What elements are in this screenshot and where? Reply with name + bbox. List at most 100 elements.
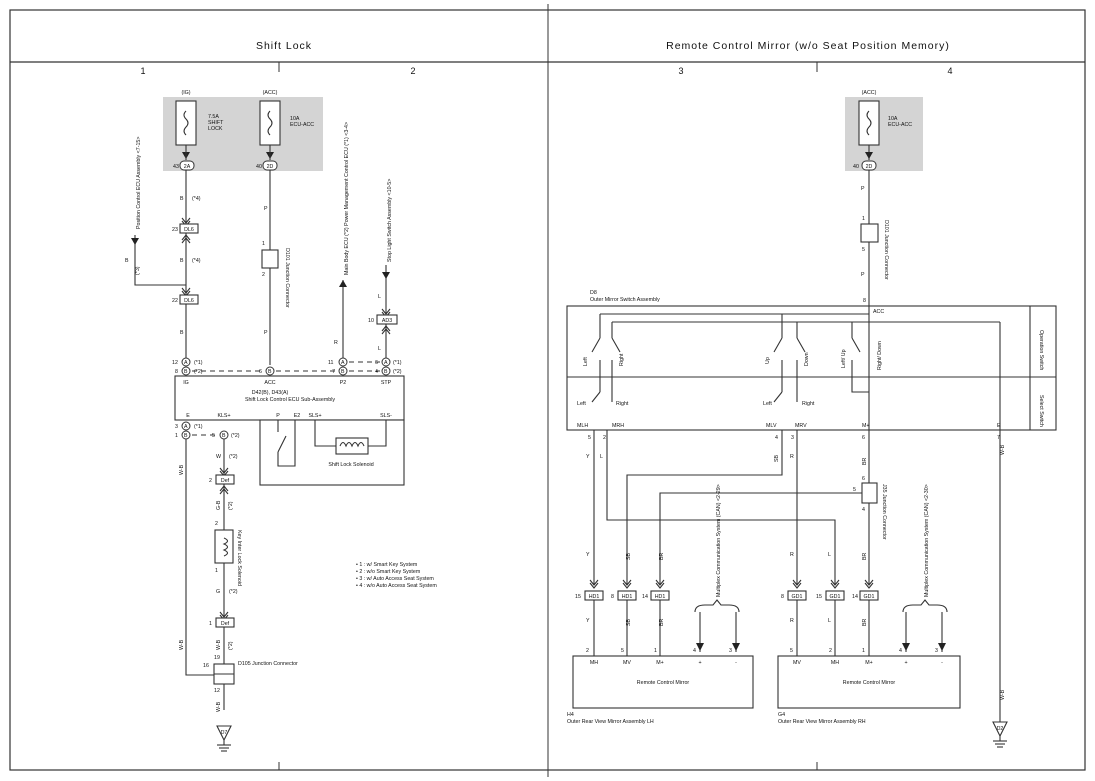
fuse-ecu-acc bbox=[259, 100, 281, 146]
pin-label: 2 bbox=[215, 521, 218, 527]
wire-color-label: BR bbox=[659, 618, 665, 626]
pin-label: 16 bbox=[203, 663, 209, 669]
svg-text:A: A bbox=[384, 360, 388, 366]
grid-label-1: 1 bbox=[140, 66, 145, 76]
junction-d101-left-label: D101 Junction Connector bbox=[284, 248, 290, 308]
wire-tag: (*1) bbox=[194, 360, 203, 366]
fuse-shift-lock-amp: 7.5A bbox=[208, 114, 219, 120]
arrow-up-icon bbox=[339, 280, 347, 287]
pin-label: 15 bbox=[575, 594, 581, 600]
wire-color-label: R bbox=[790, 618, 794, 624]
connector-def-top bbox=[215, 474, 235, 485]
term-m-plus: M+ bbox=[862, 423, 870, 429]
pin-label: 4 bbox=[862, 507, 865, 513]
connector-2a-label: 2A bbox=[184, 164, 191, 170]
wire-tag: (*4) bbox=[192, 196, 201, 202]
wire-tag: (*2) bbox=[231, 433, 240, 439]
pin-label: 2 bbox=[829, 648, 832, 654]
junction-d101-right bbox=[860, 223, 879, 243]
wire-color-label: G bbox=[216, 589, 220, 595]
connector-dl6-bottom bbox=[179, 294, 199, 305]
ground-arrow-icon bbox=[992, 721, 1008, 738]
wire-color-label: L bbox=[828, 552, 831, 558]
coil-icon bbox=[339, 441, 365, 448]
wire-color-label: W bbox=[216, 454, 221, 460]
term-mrv: MRV bbox=[795, 423, 807, 429]
pin-label: 1 bbox=[654, 648, 657, 654]
wire-color-label: R bbox=[790, 454, 794, 460]
coil-icon bbox=[222, 537, 229, 557]
key-interlock-label: Key Inter Lock Solenoid bbox=[236, 530, 242, 586]
pin-label: 14 bbox=[852, 594, 858, 600]
wire-color-label: B bbox=[180, 258, 184, 264]
pin-label: 8 bbox=[863, 298, 866, 304]
connector-def-label: Def bbox=[221, 478, 230, 484]
select-left-label: Left bbox=[577, 401, 586, 407]
pin-label: 1 bbox=[215, 568, 218, 574]
wire-color-label: B bbox=[180, 330, 184, 336]
pin-label: 23 bbox=[172, 227, 178, 233]
ecu-name: Shift Lock Control ECU Sub-Assembly bbox=[245, 397, 335, 403]
pin-label: 12 bbox=[172, 360, 178, 366]
pin-label: 3 bbox=[935, 648, 938, 654]
fuse-shift-lock-name1: SHIFT bbox=[208, 120, 224, 126]
switch-left-up-label: Left/ Up bbox=[841, 349, 847, 368]
connector-arrow-icon bbox=[219, 485, 229, 495]
wire-tag: (*2) bbox=[194, 369, 203, 375]
connector-hd1-label: HD1 bbox=[622, 594, 633, 600]
fuse-symbol-icon bbox=[183, 110, 189, 136]
wire-color-label: G-B bbox=[216, 500, 222, 510]
connector-def-bottom bbox=[215, 617, 235, 628]
fuse-ecu-acc-name: ECU-ACC bbox=[290, 122, 314, 128]
wire-color-label: L bbox=[600, 454, 603, 460]
connector-ad3 bbox=[376, 314, 398, 325]
switch-up-label: Up bbox=[765, 357, 771, 364]
svg-text:A: A bbox=[341, 360, 345, 366]
ext-position-ecu: Position Control ECU Assembly <7-15> bbox=[136, 137, 142, 229]
connector-2a bbox=[179, 160, 195, 171]
fuse-ecu-acc2 bbox=[858, 100, 880, 146]
pin-label: 2 bbox=[209, 478, 212, 484]
pin-label: 1 bbox=[175, 433, 178, 439]
pin-label: 10 bbox=[368, 318, 374, 324]
wire-color-label: P bbox=[264, 206, 268, 212]
select-switch-label: Select Switch bbox=[1038, 395, 1044, 427]
select-left-label: Left bbox=[763, 401, 772, 407]
svg-text:B: B bbox=[384, 369, 388, 375]
junction-d101-left bbox=[261, 249, 279, 269]
wire-color-label: BR bbox=[862, 457, 868, 465]
connector-2d-label: 2D bbox=[267, 164, 274, 170]
wire-tag: (*4) bbox=[192, 258, 201, 264]
note-4: • 4 : w/o Auto Access Seat System bbox=[356, 583, 437, 589]
wire-color-label: W-B bbox=[216, 639, 222, 650]
junction-d105-label: D105 Junction Connector bbox=[238, 661, 298, 667]
pin-label: 4 bbox=[375, 369, 378, 375]
pin-label: 3 bbox=[729, 648, 732, 654]
ecu-pin-kls: KLS+ bbox=[217, 413, 230, 419]
pin-label: 11 bbox=[328, 360, 334, 366]
mirror-rh-desc: Outer Rear View Mirror Assembly RH bbox=[778, 719, 866, 725]
pin-label: 4 bbox=[693, 648, 696, 654]
ecu-pin-acc: ACC bbox=[264, 380, 275, 386]
pin-label: 8 bbox=[611, 594, 614, 600]
svg-text:B: B bbox=[268, 369, 272, 375]
connector-gd1-label: GD1 bbox=[830, 594, 841, 600]
mirror-rh-ref: G4 bbox=[778, 712, 785, 718]
fuse-ecu-acc-amp: 10A bbox=[290, 116, 300, 122]
fuse-ecu-acc2-amp: 10A bbox=[888, 116, 898, 122]
pin-label: 1 bbox=[862, 648, 865, 654]
junction-d101-right-label: D101 Junction Connector bbox=[883, 220, 889, 280]
svg-text:A: A bbox=[184, 360, 188, 366]
acc-label: ACC bbox=[873, 309, 884, 315]
wire-color-label: B bbox=[125, 258, 129, 264]
mirror-lh-desc: Outer Rear View Mirror Assembly LH bbox=[567, 719, 654, 725]
shift-lock-ecu bbox=[174, 375, 405, 421]
connector-dl6-top bbox=[179, 223, 199, 234]
wire-color-label: BR bbox=[862, 552, 868, 560]
ecu-pin-ig: IG bbox=[183, 380, 189, 386]
wire-tag: (*2) bbox=[393, 369, 402, 375]
arrow-down-icon bbox=[732, 643, 740, 651]
term-mrh: MRH bbox=[612, 423, 624, 429]
ground-d2-label: D2 bbox=[997, 726, 1004, 732]
wire-tag: (*2) bbox=[228, 501, 234, 510]
